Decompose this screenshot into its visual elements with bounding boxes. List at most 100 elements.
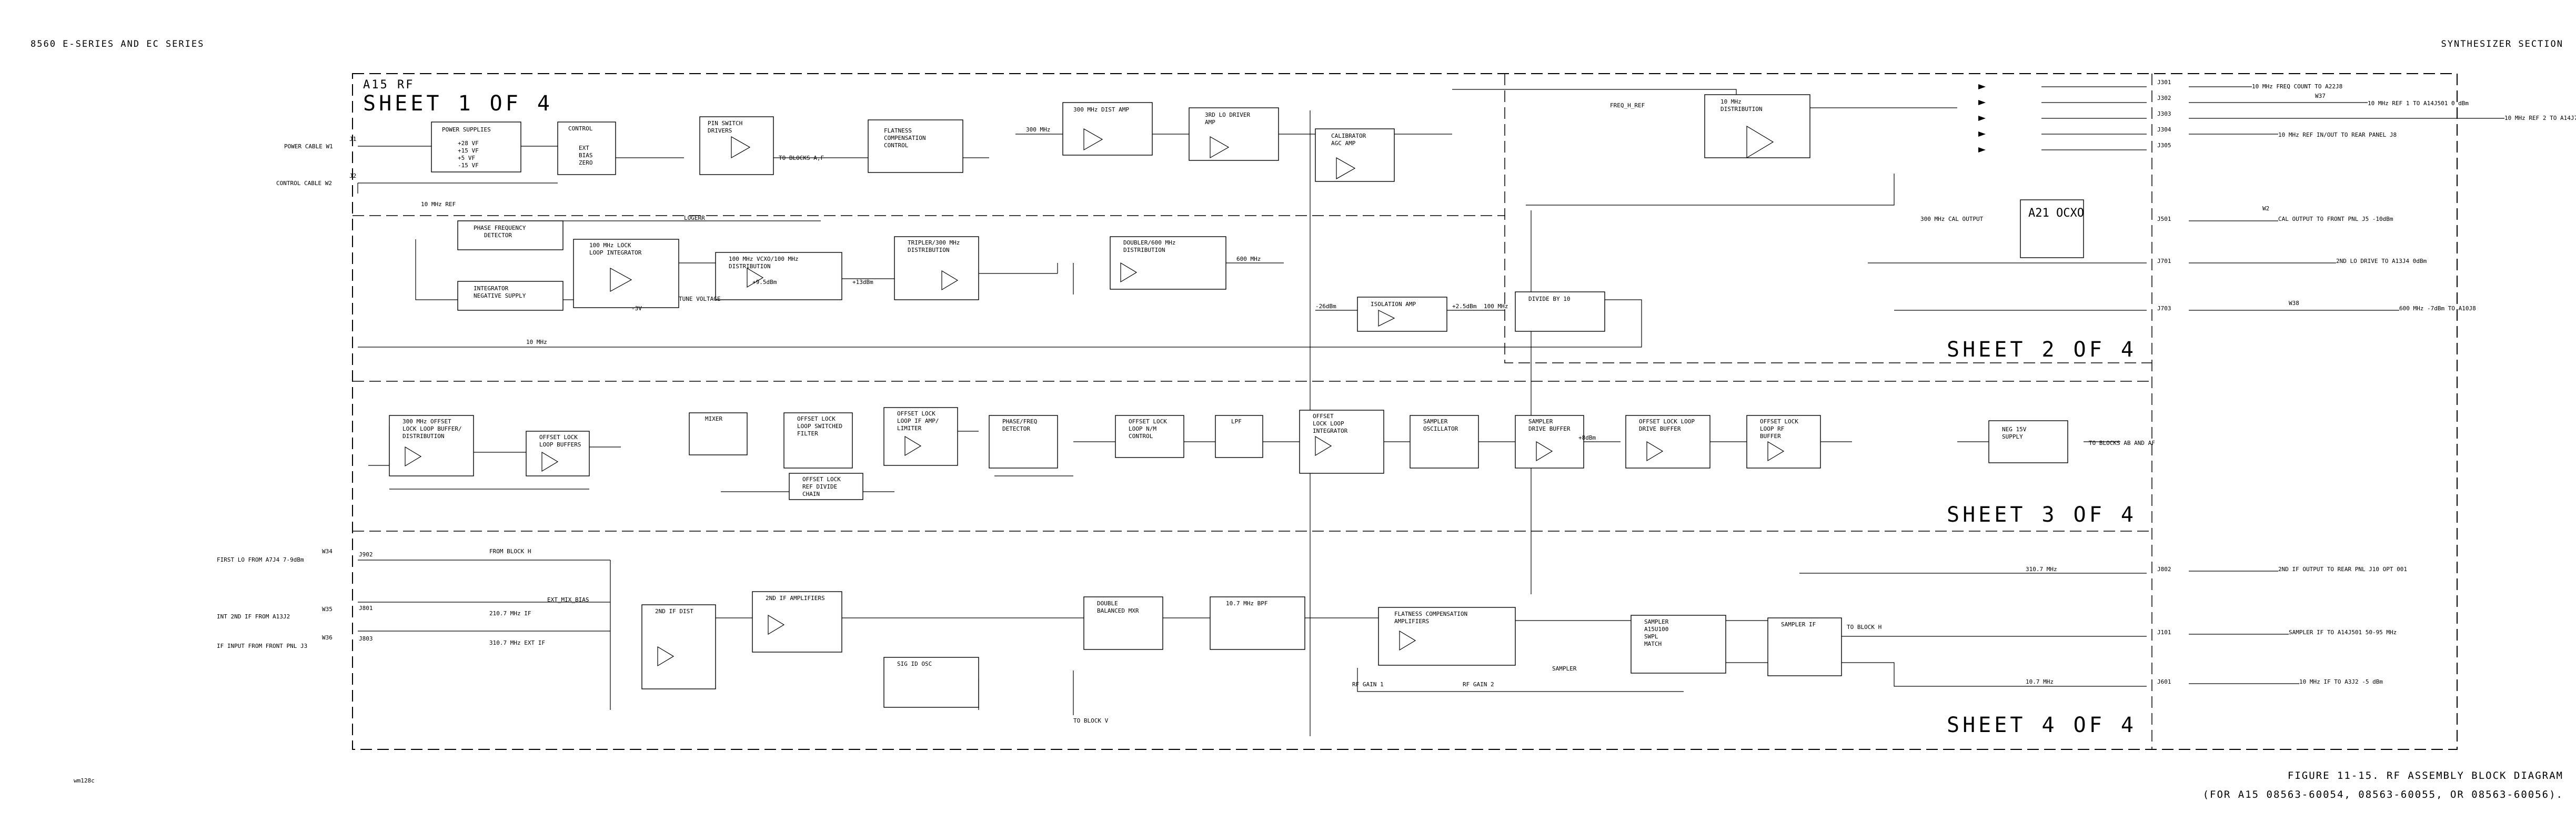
- block-N-line-2: +15 VF: [458, 147, 479, 154]
- signal-to-blocks-af: TO BLOCKS A,F: [779, 155, 824, 161]
- block-F-box: [573, 239, 679, 308]
- connector-j801: J801: [359, 605, 373, 612]
- block-AE-line-1: LOOP BUFFERS: [539, 441, 581, 448]
- signal-to-block-h: TO BLOCK H: [1847, 624, 1881, 631]
- signal-control-cable: CONTROL CABLE W2: [276, 180, 332, 187]
- block-L-box: [1515, 291, 1605, 332]
- block-AK-label: LPF: [1231, 418, 1242, 425]
- block-V-label: SAMPLER IF: [1781, 621, 1816, 628]
- external-wiring: [2189, 86, 2504, 684]
- signal-freq-h-ref: FREQ_H_REF: [1610, 102, 1645, 109]
- block-AC-label: OFFSET LOCK: [897, 410, 935, 417]
- block-Y-label: SAMPLER: [1644, 618, 1669, 625]
- connector-j601: J601: [2157, 678, 2171, 685]
- block-AB2-line-1: LOCK LOOP: [1313, 420, 1344, 427]
- block-G-line-1: DISTRIBUTION: [729, 263, 770, 270]
- block-AA-box: [1515, 415, 1584, 469]
- block-AB2-line-2: INTEGRATOR: [1313, 428, 1348, 434]
- block-AA-label: SAMPLER: [1528, 418, 1553, 425]
- block-M-line-2: BIAS: [579, 152, 593, 159]
- signal-10mhz-ref: 10 MHz REF: [421, 201, 456, 208]
- caption-title: FIGURE 11-15. RF ASSEMBLY BLOCK DIAGRAM: [2287, 770, 2563, 781]
- connector-j301: J301: [2157, 79, 2171, 86]
- signal-first-lo: FIRST LO FROM A7J4 7-9dBm: [217, 556, 304, 563]
- block-boxes: [389, 94, 2084, 708]
- block-PFD-label: PHASE FREQUENCY: [474, 225, 526, 231]
- connector-j803: J803: [359, 635, 373, 642]
- block-PFD-line-1: DETECTOR: [484, 232, 512, 239]
- block-AB2-box: [1299, 410, 1384, 474]
- block-W-line-1: AGC AMP: [1331, 140, 1356, 147]
- output-10mhz-ref-2: 10 MHz REF 2 TO A14J7 0 dBm: [2504, 115, 2576, 121]
- block-M-box: [557, 121, 616, 175]
- block-AL-line-2: BUFFER: [1760, 433, 1781, 440]
- block-AD-line-1: DETECTOR: [1002, 425, 1030, 432]
- connector-j703: J703: [2157, 305, 2171, 312]
- block-F-label: 100 MHz LOCK: [589, 242, 631, 249]
- block-B-label: 2ND IF AMPLIFIERS: [766, 595, 825, 602]
- block-labels: POWER SUPPLIES +28 VF +15 VF +5 VF -15 V…: [402, 98, 2084, 667]
- block-AL-label: OFFSET LOCK: [1760, 418, 1798, 425]
- signal-power-cable: POWER CABLE W1: [284, 143, 333, 150]
- block-M-line-1: EXT: [579, 145, 589, 151]
- connector-j304: J304: [2157, 126, 2171, 133]
- block-AH-line-2: CONTROL: [1129, 433, 1153, 440]
- block-L-label: DIVIDE BY 10: [1528, 296, 1570, 302]
- output-arrows: [1978, 84, 1986, 153]
- block-Z-box: [883, 657, 979, 708]
- output-2nd-lo-drive: 2ND LO DRIVE TO A13J4 0dBm: [2336, 258, 2427, 265]
- block-AE-label: OFFSET LOCK: [539, 434, 578, 441]
- block-J-line-1: DISTRIBUTION: [1123, 247, 1165, 253]
- header-left: 8560 E-SERIES AND EC SERIES: [31, 39, 205, 49]
- block-AB-line-1: LOOP SWITCHED: [797, 423, 842, 430]
- block-AB-box: [783, 412, 853, 469]
- block-AD-label: PHASE/FREQ: [1002, 418, 1037, 425]
- block-U-label: 10 MHz: [1720, 98, 1742, 105]
- block-AJ-label: SAMPLER: [1423, 418, 1448, 425]
- block-AF-line-1: REF DIVIDE: [802, 483, 837, 490]
- block-Q-box: [868, 119, 963, 173]
- block-K-box: [1357, 297, 1447, 332]
- signal-logerr: LOGERR: [684, 215, 705, 221]
- block-A-label: 2ND IF DIST: [655, 608, 693, 615]
- block-H-label: TRIPLER/300 MHz: [908, 239, 960, 246]
- block-AA-line-1: DRIVE BUFFER: [1528, 425, 1571, 432]
- block-AL-line-1: LOOP RF: [1760, 425, 1784, 432]
- block-E-line-1: AMPLIFIERS: [1394, 618, 1429, 625]
- signal-int-2nd-if: INT 2ND IF FROM A13J2: [217, 613, 290, 620]
- block-M-line-3: ZERO: [579, 159, 593, 166]
- output-300mhz-cal: 300 MHz CAL OUTPUT: [1920, 216, 1984, 222]
- signal-600mhz: 600 MHz: [1236, 256, 1261, 262]
- block-AK2-label: OFFSET LOCK LOOP: [1639, 418, 1695, 425]
- block-AF-line-2: CHAIN: [802, 491, 820, 497]
- sheet-label-2: SHEET 2 OF 4: [1947, 338, 2137, 362]
- block-NEG-box: [457, 281, 564, 311]
- block-X-box: [1988, 420, 2068, 463]
- signal-sampler: SAMPLER: [1552, 665, 1577, 672]
- signal-10p7mhz: 10.7 MHz: [2026, 678, 2054, 685]
- block-AH-line-1: LOOP N/M: [1129, 425, 1156, 432]
- signal-from-block-h: FROM BLOCK H: [489, 548, 531, 555]
- block-T-box: [389, 415, 474, 476]
- block-S-line-1: BALANCED MXR: [1097, 607, 1139, 614]
- block-AG-label: MIXER: [705, 415, 722, 422]
- block-AC-line-1: LOOP IF AMP/: [897, 418, 939, 424]
- block-Q-line-2: CONTROL: [884, 142, 909, 149]
- block-E-label: FLATNESS COMPENSATION: [1394, 611, 1467, 617]
- block-D-box: [1189, 107, 1279, 161]
- signal-300mhz: 300 MHz: [1026, 126, 1050, 133]
- block-J-box: [1110, 236, 1226, 290]
- block-Y-line-1: A15U100: [1644, 626, 1668, 633]
- block-AJ-line-1: OSCILLATOR: [1423, 425, 1458, 432]
- block-AK2-line-1: DRIVE BUFFER: [1639, 425, 1681, 432]
- ocxo-label: A21 OCXO: [2028, 207, 2084, 220]
- block-Y-line-2: SWPL: [1644, 633, 1658, 640]
- connector-j701: J701: [2157, 258, 2171, 265]
- block-C-label: 300 MHz DIST AMP: [1073, 106, 1129, 113]
- block-W-label: CALIBRATOR: [1331, 133, 1366, 139]
- output-600mhz-a10j8: 600 MHz -7dBm TO A10J8: [2399, 305, 2476, 312]
- wiring: [357, 86, 2147, 736]
- connector-j1: J1: [349, 136, 356, 143]
- block-S-box: [1083, 596, 1163, 650]
